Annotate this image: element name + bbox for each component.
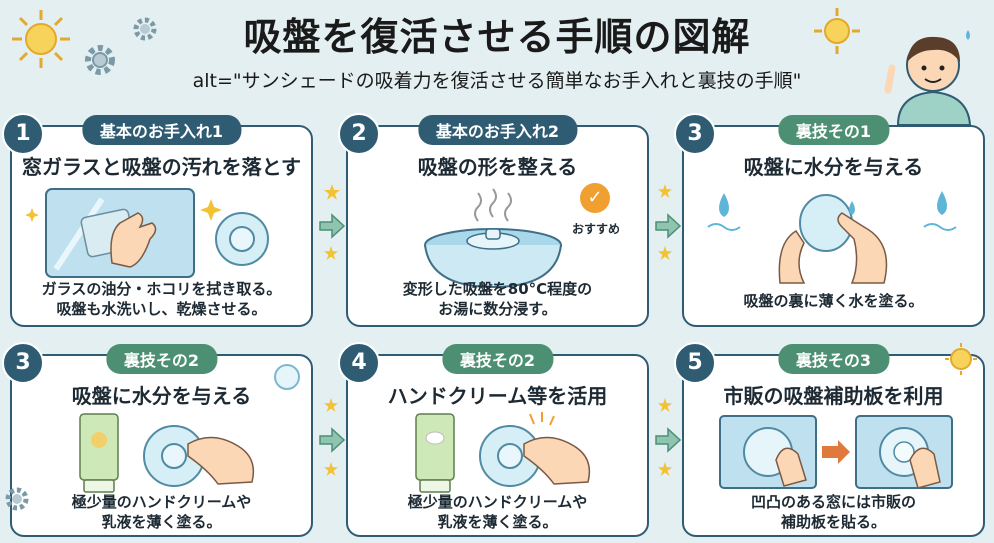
star-icon (658, 184, 672, 198)
step-number: 1 (2, 113, 44, 155)
gear-icon (85, 45, 115, 75)
arrow-right-icon (319, 213, 346, 239)
card-step-2: 2 基本のお手入れ2 吸盤の形を整える 変形した吸盤を80°C程度の お湯に数分… (338, 113, 649, 327)
step-heading: 吸盤に水分を与える (743, 155, 924, 179)
gear-icon (133, 17, 157, 41)
wiping-glass-icon (25, 188, 269, 278)
card-step-1: 1 基本のお手入れ1 窓ガラスと吸盤の汚れを落とす ガラスの油分・ホコリを拭き取… (2, 113, 313, 327)
step-heading: ハンドクリーム等を活用 (387, 384, 608, 408)
step-number: 2 (338, 113, 380, 155)
card-step-5: 4 裏技その2 ハンドクリーム等を活用 極少量のハンドクリームや 乳液を薄く塗る… (338, 342, 649, 537)
card-step-4: 3 裏技その2 吸盤に水分を与える 極少量のハンドクリームや 乳液を薄く塗る。 (2, 342, 313, 537)
star-icon (658, 462, 672, 476)
sun-icon (12, 10, 70, 68)
star-icon (658, 398, 672, 412)
step-number: 3 (674, 113, 716, 155)
recommend-label: おすすめ (571, 222, 620, 236)
star-icon (324, 184, 340, 200)
hand-cream-icon (415, 412, 591, 493)
card-step-3: 3 裏技その1 吸盤に水分を与える 吸盤の裏に薄く水を塗る。 (674, 113, 985, 327)
step-description: ガラスの油分・ホコリを拭き取る。 吸盤も水洗いし、乾燥させる。 (41, 280, 282, 318)
step-heading: 窓ガラスと吸盤の汚れを落とす (22, 155, 301, 179)
step-heading: 市販の吸盤補助板を利用 (723, 384, 944, 408)
step-description: 極少量のハンドクリームや 乳液を薄く塗る。 (71, 493, 252, 531)
hand-cream-icon (79, 413, 255, 493)
gear-icon (5, 487, 29, 511)
star-icon (658, 246, 672, 260)
star-icon (324, 462, 338, 476)
card-step-5b: 5 裏技その3 市販の吸盤補助板を利用 凹凸のある窓には市販の 補助板を貼る。 (674, 342, 985, 537)
arrow-right-icon (655, 213, 682, 239)
step-tag: 基本のお手入れ2 (417, 115, 578, 145)
step-tag: 裏技その1 (777, 115, 890, 145)
sun-icon (945, 343, 977, 375)
step-tag: 基本のお手入れ1 (81, 115, 242, 145)
star-icon (324, 246, 338, 260)
step-tag: 裏技その2 (105, 344, 218, 374)
step-number: 3 (2, 342, 44, 384)
step-number: 4 (338, 342, 380, 384)
boy-character-icon (884, 30, 972, 125)
check-icon: ✓ (580, 183, 610, 213)
step-number: 5 (674, 342, 716, 384)
step-tag: 裏技その3 (777, 344, 890, 374)
star-icon (324, 398, 338, 412)
step-tag: 裏技その2 (441, 344, 554, 374)
step-description: 凹凸のある窓には市販の 補助板を貼る。 (750, 493, 916, 531)
water-drop-suction-icon (707, 191, 957, 284)
arrow-right-icon (319, 427, 346, 453)
step-description: 吸盤の裏に薄く水を塗る。 (743, 292, 924, 310)
suction-plate-icon (719, 415, 953, 489)
hot-water-bowl-icon (424, 188, 562, 289)
step-description: 変形した吸盤を80°C程度の お湯に数分浸す。 (402, 280, 593, 318)
sun-icon (814, 8, 860, 54)
page-subtitle: alt="サンシェードの吸着力を復活させる簡単なお手入れと裏技の手順" (192, 70, 802, 92)
bubble-icon (274, 364, 300, 390)
step-heading: 吸盤の形を整える (417, 155, 578, 179)
step-heading: 吸盤に水分を与える (71, 384, 252, 408)
page-title: 吸盤を復活させる手順の図解 (243, 15, 751, 59)
step-description: 極少量のハンドクリームや 乳液を薄く塗る。 (407, 493, 588, 531)
arrow-right-icon (655, 427, 682, 453)
